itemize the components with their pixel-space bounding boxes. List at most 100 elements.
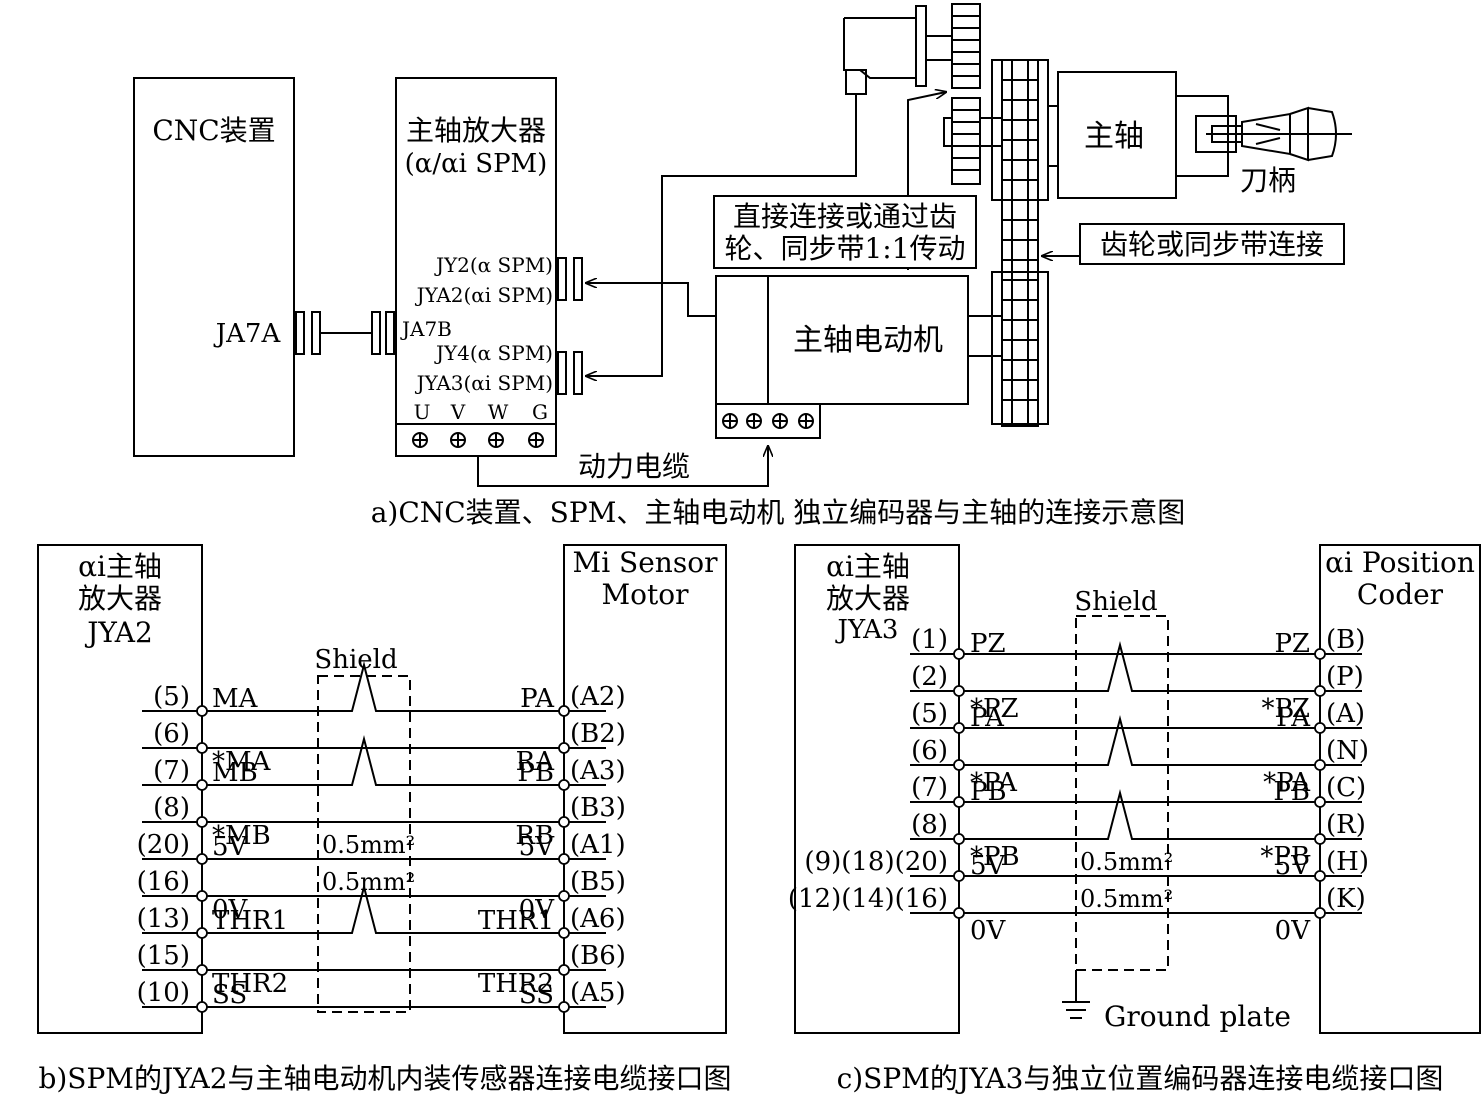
left-signal-name: SS — [212, 980, 247, 1010]
right-signal-name: RB — [515, 821, 554, 851]
left-signal-name: 5V — [970, 851, 1007, 881]
encoder-gear-stack — [943, 3, 1003, 185]
terminal-w: W — [488, 400, 509, 424]
tool-holder-icon — [1206, 106, 1352, 162]
right-pin-number: (A1) — [570, 830, 626, 860]
pin-circle-right — [558, 964, 570, 976]
independent-encoder — [843, 5, 953, 95]
caption-b: b)SPM的JYA2与主轴电动机内装传感器连接电缆接口图 — [38, 1062, 731, 1095]
right-signal-name: 0V — [519, 895, 556, 925]
jya3-amplifier-box — [794, 544, 960, 1034]
spm-amplifier-box — [395, 77, 557, 457]
jya2-connector — [557, 257, 583, 301]
left-signal-name: *PZ — [970, 694, 1019, 724]
left-pin-number: (8) — [911, 810, 948, 840]
right-pin-number: (A3) — [570, 756, 626, 786]
left-pin-number: (15) — [137, 941, 190, 971]
pin-circle-left — [196, 779, 208, 791]
right-signal-name: THR2 — [478, 969, 554, 999]
pin-circle-left — [196, 742, 208, 754]
jya3-title-3: JYA3 — [835, 615, 899, 645]
pin-circle-right — [558, 705, 570, 717]
pin-circle-right — [558, 1001, 570, 1013]
left-pin-number: (2) — [911, 662, 948, 692]
wire-row: (6)*PA*PA(N) — [910, 715, 1369, 798]
left-pin-number: (6) — [153, 719, 190, 749]
left-pin-number: (1) — [911, 625, 948, 655]
right-signal-name: 5V — [519, 832, 556, 862]
right-pin-number: (A6) — [570, 904, 626, 934]
jya2-label: JYA2(αi SPM) — [415, 283, 553, 307]
left-signal-name: 0V — [212, 895, 249, 925]
gear-belt-label: 齿轮或同步带连接 — [1100, 228, 1324, 261]
right-signal-name: PB — [1273, 777, 1310, 807]
pin-circle-left — [196, 816, 208, 828]
left-pin-number: (12)(14)(16) — [788, 884, 948, 914]
pin-circle-left — [953, 796, 965, 808]
right-pin-number: (B3) — [570, 793, 626, 823]
spindle-nose — [1175, 95, 1229, 177]
right-pin-number: (P) — [1326, 662, 1364, 692]
shield-c-box — [1075, 615, 1169, 971]
left-signal-name: THR2 — [212, 969, 288, 999]
twisted-pair-wire — [202, 883, 564, 934]
shield-b-box — [317, 675, 411, 1013]
left-signal-name: MA — [212, 684, 259, 714]
left-pin-number: (20) — [137, 830, 190, 860]
cnc-unit-box — [133, 77, 295, 457]
left-signal-name: PB — [970, 777, 1007, 807]
ja7b-label: JA7B — [400, 317, 452, 341]
jy4-label: JY4(α SPM) — [434, 341, 553, 365]
spm-title: 主轴放大器 — [406, 114, 546, 147]
right-pin-number: (A) — [1326, 699, 1365, 729]
left-pin-number: (5) — [153, 682, 190, 712]
left-pin-number: (6) — [911, 736, 948, 766]
panel-b: αi主轴 放大器 JYA2 Mi Sensor Motor Shield (5)… — [37, 544, 732, 1095]
wire-row: (15) THR2 THR2 (B6) — [137, 941, 626, 999]
caption-a: a)CNC装置、SPM、主轴电动机 独立编码器与主轴的连接示意图 — [371, 496, 1186, 529]
power-cable — [477, 446, 768, 487]
right-pin-number: (C) — [1326, 773, 1366, 803]
wire-row: (8) *MB RB (B3) — [142, 793, 626, 851]
jya3-label: JYA3(αi SPM) — [415, 371, 553, 395]
left-pin-number: (13) — [137, 904, 190, 934]
ja7a-connector — [295, 311, 395, 355]
right-signal-name: PB — [517, 758, 554, 788]
left-signal-name: MB — [212, 758, 258, 788]
left-pin-number: (5) — [911, 699, 948, 729]
power-cable-label: 动力电缆 — [578, 450, 690, 483]
encoder-cable — [586, 94, 857, 376]
right-pin-number: (B5) — [570, 867, 626, 897]
jya2-title-2: 放大器 — [78, 582, 162, 615]
twisted-pair-wire — [959, 789, 1320, 840]
spm-subtitle: (α/αi SPM) — [405, 149, 548, 179]
pin-circle-right — [558, 853, 570, 865]
terminal-u: U — [414, 400, 431, 424]
right-pin-number: (B6) — [570, 941, 626, 971]
motor-terminal-box — [715, 403, 821, 439]
pin-circle-right — [1314, 759, 1326, 771]
left-signal-name: *MA — [212, 747, 272, 777]
shield-b-label: Shield — [314, 645, 397, 675]
terminal-v: V — [450, 400, 466, 424]
left-signal-name: *PB — [970, 842, 1020, 872]
right-pin-number: (B2) — [570, 719, 626, 749]
motor-terminal-screws — [722, 413, 814, 429]
left-pin-number: (8) — [153, 793, 190, 823]
pin-circle-right — [1314, 870, 1326, 882]
pin-circle-left — [953, 722, 965, 734]
caption-c: c)SPM的JYA3与独立位置编码器连接电缆接口图 — [837, 1062, 1444, 1095]
pin-circle-left — [196, 964, 208, 976]
right-pin-number: (A2) — [570, 682, 626, 712]
pin-circle-right — [1314, 722, 1326, 734]
left-signal-name: *MB — [212, 821, 271, 851]
